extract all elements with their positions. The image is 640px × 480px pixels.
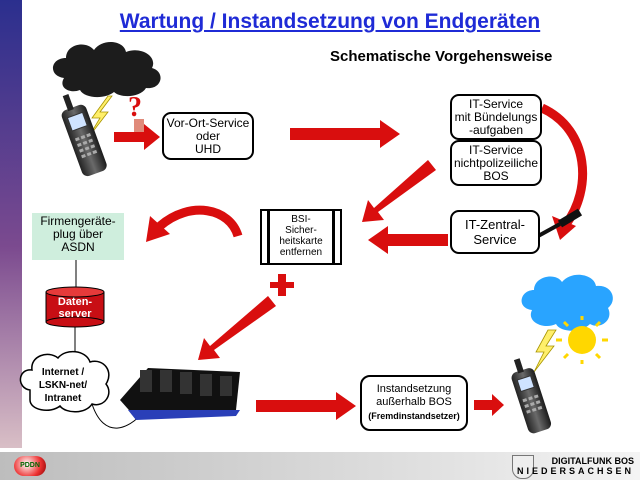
it-service-buendelung-label: IT-Service mit Bündelungs -aufgaben <box>454 96 538 137</box>
storm-cloud-icon <box>52 41 161 139</box>
vor-ort-service-label: Vor-Ort-Service oder UHD <box>166 115 250 156</box>
svg-text:?: ? <box>128 92 142 123</box>
slide-title: Wartung / Instandsetzung von Endgeräten <box>119 10 541 33</box>
footer-brand: DIGITALFUNK BOS NIEDERSACHSEN <box>517 456 634 476</box>
bsi-card-box: BSI- Sicher- heitskarte entfernen <box>260 209 342 265</box>
firmengeraete-box: Firmengeräte- plug über ASDN <box>32 213 124 260</box>
arrow-zentral-to-bsi <box>368 226 448 254</box>
vor-ort-service-box: Vor-Ort-Service oder UHD <box>162 112 254 160</box>
charging-station-icon <box>120 368 240 420</box>
pddn-logo: PDDN <box>14 456 46 476</box>
it-service-nichtpolizei-label: IT-Service nichtpolizeiliche BOS <box>453 142 539 183</box>
internet-label: Internet / LSKN-net/ Intranet <box>38 367 88 404</box>
it-service-buendelung-box: IT-Service mit Bündelungs -aufgaben <box>450 94 542 140</box>
arrow-to-repaired-radio <box>474 394 504 416</box>
instandsetzung-label: Instandsetzung außerhalb BOS <box>376 383 452 408</box>
it-service-nichtpolizei-box: IT-Service nichtpolizeiliche BOS <box>450 140 542 186</box>
arrow-bsi-to-station <box>198 296 276 360</box>
footer-brand-line1: DIGITALFUNK BOS <box>551 456 634 466</box>
pddn-logo-text: PDDN <box>20 462 40 469</box>
curved-arrow-left <box>157 205 243 238</box>
arrow-it-to-bsi <box>362 160 436 222</box>
arrow-to-it-service <box>290 120 400 148</box>
radio-handset-icon <box>511 358 552 434</box>
internet-cloud-icon <box>19 350 110 413</box>
sun-cloud-icon <box>521 274 613 373</box>
plus-sign <box>270 274 294 296</box>
radio-handset-icon <box>61 94 107 177</box>
it-zentral-service-box: IT-Zentral- Service <box>450 210 540 254</box>
database-icon <box>45 286 105 328</box>
fremdinstandsetzer-label: (Fremdinstandsetzer) <box>368 411 460 421</box>
sidebar-gradient <box>0 0 22 448</box>
slide-subtitle: Schematische Vorgehensweise <box>330 48 553 65</box>
it-zentral-service-label: IT-Zentral- Service <box>465 217 525 247</box>
lower-saxony-crest-icon <box>512 455 534 479</box>
question-mark-icon: ? <box>128 92 144 133</box>
arrow-to-instandsetzung <box>256 392 356 420</box>
footer-brand-line2: NIEDERSACHSEN <box>516 466 634 476</box>
curved-arrow-right <box>539 103 588 227</box>
arrow-to-vor-ort <box>114 124 160 150</box>
bsi-card-label: BSI- Sicher- heitskarte entfernen <box>279 214 323 258</box>
instandsetzung-box: Instandsetzung außerhalb BOS (Fremdinsta… <box>360 375 468 431</box>
datenserver-label: Daten- server <box>57 296 93 320</box>
